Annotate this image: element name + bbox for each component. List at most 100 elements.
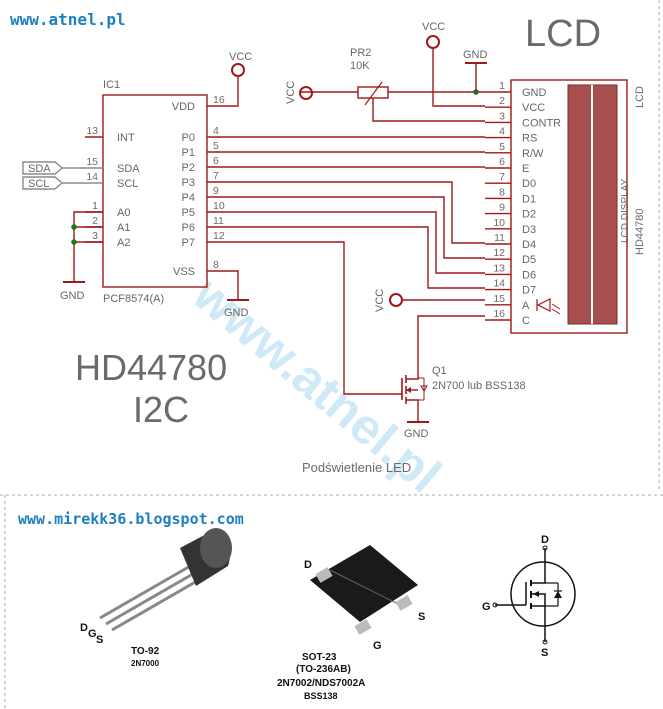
ic1-right-pin-number: 11 bbox=[213, 215, 224, 227]
lcd-model-label: HD44780 bbox=[634, 209, 646, 255]
wire-vdd bbox=[207, 77, 239, 107]
q1-label: Q1 bbox=[432, 365, 447, 377]
pr2-wiper-arrow bbox=[364, 81, 383, 106]
lcd-pin-number: 4 bbox=[499, 126, 505, 138]
i2c-title: I2C bbox=[133, 389, 189, 430]
sda-connector-label: SDA bbox=[28, 163, 51, 175]
gnd-label-top: GND bbox=[463, 49, 488, 61]
lcd-pin-number: 10 bbox=[493, 217, 505, 229]
lcd-pin-number: 1 bbox=[499, 80, 505, 92]
ic1-left-pin-name: A0 bbox=[117, 207, 130, 219]
sot23-bss: BSS138 bbox=[304, 691, 338, 701]
lcd-pin-name: D4 bbox=[522, 239, 536, 251]
ic1-right-pin-name: P5 bbox=[182, 207, 195, 219]
wire-p6-d7 bbox=[207, 226, 485, 289]
wire-backlight-cathode bbox=[417, 315, 485, 365]
ic1-left-pin-name: SDA bbox=[117, 163, 140, 175]
junction-a1 bbox=[71, 224, 77, 230]
ic1-body bbox=[102, 94, 208, 288]
lcd-module bbox=[510, 79, 628, 334]
wire-vss bbox=[207, 270, 239, 300]
lcd-pin-name: D2 bbox=[522, 209, 536, 221]
ic1-right-pin-name: P3 bbox=[182, 177, 195, 189]
scl-connector bbox=[22, 176, 64, 190]
ic1-left-pin-name: A1 bbox=[117, 222, 130, 234]
wire-address-gnd bbox=[73, 211, 103, 282]
pr2-resistor bbox=[357, 86, 389, 99]
gnd-label-address: GND bbox=[60, 290, 85, 302]
vcc-label-ic: VCC bbox=[229, 51, 252, 63]
ic1-right-pin-number: 10 bbox=[213, 200, 225, 212]
lcd-pin-name: D6 bbox=[522, 269, 536, 281]
to92-pin-s: S bbox=[96, 634, 103, 646]
mosfet-symbol-g: G bbox=[482, 601, 491, 613]
gnd-label-ic: GND bbox=[224, 307, 249, 319]
wire-p4-d5 bbox=[207, 196, 485, 259]
gnd-label-q1: GND bbox=[404, 428, 429, 440]
lcd-pin-name: A bbox=[522, 300, 530, 312]
sot23-pin-d: D bbox=[304, 559, 312, 571]
ic1-left-pin-name: INT bbox=[117, 132, 135, 144]
ic1-left-pin-name: SCL bbox=[117, 178, 138, 190]
lcd-pin-name: C bbox=[522, 315, 530, 327]
pr2-label: PR2 bbox=[350, 47, 371, 59]
lcd-side-label: LCD bbox=[634, 86, 646, 108]
sot23-pin-g: G bbox=[373, 640, 382, 652]
url-top: www.atnel.pl bbox=[10, 10, 126, 29]
junction-a2 bbox=[71, 239, 77, 245]
to92-part: 2N7000 bbox=[131, 659, 160, 668]
q1-mosfet-icon bbox=[401, 365, 428, 422]
ic1-left-pin-number: 15 bbox=[86, 156, 98, 168]
mosfet-symbol-icon bbox=[492, 545, 576, 645]
sda-connector bbox=[22, 161, 64, 175]
url-bottom: www.mirekk36.blogspot.com bbox=[18, 510, 244, 528]
vcc-label-backlight: VCC bbox=[374, 289, 386, 312]
lcd-pin-number: 15 bbox=[493, 293, 505, 305]
vcc-symbol-top bbox=[426, 35, 440, 49]
ic1-left-pin-number: 3 bbox=[92, 230, 98, 242]
sot23-label: SOT-23 bbox=[302, 652, 337, 663]
vcc-label-top: VCC bbox=[422, 21, 445, 33]
pr2-value: 10K bbox=[350, 60, 370, 72]
ic1-label: IC1 bbox=[103, 79, 120, 91]
backlight-led-icon bbox=[536, 298, 561, 315]
ic1-left-pin-number: 14 bbox=[86, 171, 98, 183]
to92-label: TO-92 bbox=[131, 646, 160, 657]
ic1-right-pin-number: 8 bbox=[213, 259, 219, 271]
sot23-alt: (TO-236AB) bbox=[296, 664, 351, 675]
vcc-symbol-pot bbox=[299, 86, 313, 100]
ic1-right-pin-number: 9 bbox=[213, 185, 219, 197]
ic1-right-pin-number: 5 bbox=[213, 140, 219, 152]
lcd-pin-list: 1GND2VCC3CONTR4RS5R/W6E7D08D19D210D311D4… bbox=[485, 80, 561, 327]
ic1-right-pin-number: 6 bbox=[213, 155, 219, 167]
lcd-pin-number: 14 bbox=[493, 278, 505, 290]
lcd-display-label: LCD DISPLAY bbox=[620, 178, 631, 243]
ic1-right-pin-number: 16 bbox=[213, 94, 225, 106]
sot23-package-icon bbox=[310, 545, 418, 635]
sot23-part: 2N7002/NDS7002A bbox=[277, 678, 365, 689]
q1-part: 2N700 lub BSS138 bbox=[432, 380, 526, 392]
lcd-pin-name: D1 bbox=[522, 193, 536, 205]
wire-p3-d4 bbox=[207, 181, 485, 244]
ic1-right-pin-number: 7 bbox=[213, 170, 219, 182]
ic1-right-pin-number: 4 bbox=[213, 125, 219, 137]
lcd-pin-name: GND bbox=[522, 87, 547, 99]
ic1-right-pin-name: P4 bbox=[182, 192, 195, 204]
ic1-right-pin-name: VSS bbox=[173, 266, 195, 278]
wire-p7-q1-gate bbox=[207, 241, 402, 395]
mosfet-symbol-s: S bbox=[541, 647, 548, 659]
lcd-pin-number: 2 bbox=[499, 95, 505, 107]
lcd-pin-name: D7 bbox=[522, 285, 536, 297]
backlight-label: Podświetlenie LED bbox=[302, 460, 411, 475]
ic1-right-pin-name: P2 bbox=[182, 162, 195, 174]
lcd-pin-number: 11 bbox=[494, 232, 505, 244]
to92-package-icon bbox=[99, 528, 232, 632]
lcd-pin-number: 8 bbox=[499, 186, 505, 198]
lcd-pin-number: 16 bbox=[493, 308, 505, 320]
ic1-left-pin-number: 13 bbox=[86, 125, 98, 137]
vcc-label-pot: VCC bbox=[285, 81, 297, 104]
ic1-part: PCF8574(A) bbox=[103, 293, 164, 305]
lcd-pin-number: 13 bbox=[493, 262, 505, 274]
